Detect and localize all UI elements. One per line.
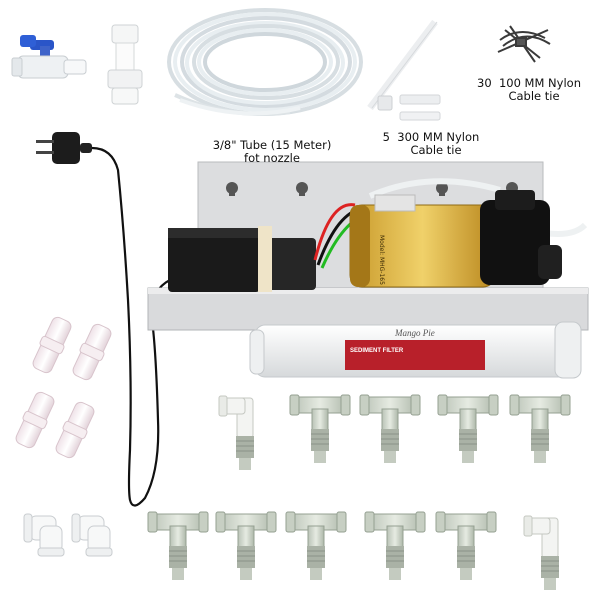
- power-plug: [36, 132, 92, 164]
- transformer: [168, 226, 316, 292]
- large-cable-tie: [367, 19, 441, 121]
- power-cord: [91, 146, 171, 507]
- tee-fittings-row-2: [148, 512, 559, 590]
- filter-type-label: SEDIMENT FILTER: [350, 348, 404, 354]
- tee-fittings-row-1: [219, 395, 570, 470]
- small-tie-line2: Cable tie: [508, 89, 560, 103]
- ball-valve: [11, 35, 87, 79]
- large-tie-line2: Cable tie: [410, 143, 462, 157]
- large-cable-tie-label: 5 300 MM Nylon Cable tie: [372, 131, 490, 157]
- inline-connectors: [11, 314, 116, 461]
- filter-brand-label: Mango Pie: [394, 328, 435, 338]
- booster-pump: Model: MHG-165: [349, 190, 562, 288]
- large-tie-line1: 300 MM Nylon: [397, 130, 480, 144]
- small-cable-tie-label: 30 100 MM Nylon Cable tie: [462, 77, 596, 103]
- tube-adapter: [107, 24, 143, 105]
- tube-label: 3/8" Tube (15 Meter) fot nozzle: [198, 139, 346, 165]
- coiled-tube: [167, 8, 363, 116]
- small-cable-ties: [497, 25, 551, 63]
- tube-label-line2: fot nozzle: [244, 151, 300, 165]
- small-tie-count: 30: [477, 76, 492, 90]
- tube-label-line1: 3/8" Tube (15 Meter): [212, 138, 332, 152]
- large-tie-count: 5: [382, 130, 390, 144]
- white-elbow-connectors: [23, 513, 113, 557]
- small-tie-line1: 100 MM Nylon: [498, 76, 581, 90]
- sediment-filter: Mango Pie SEDIMENT FILTER: [249, 321, 582, 379]
- pump-model-label: Model: MHG-165: [378, 235, 385, 285]
